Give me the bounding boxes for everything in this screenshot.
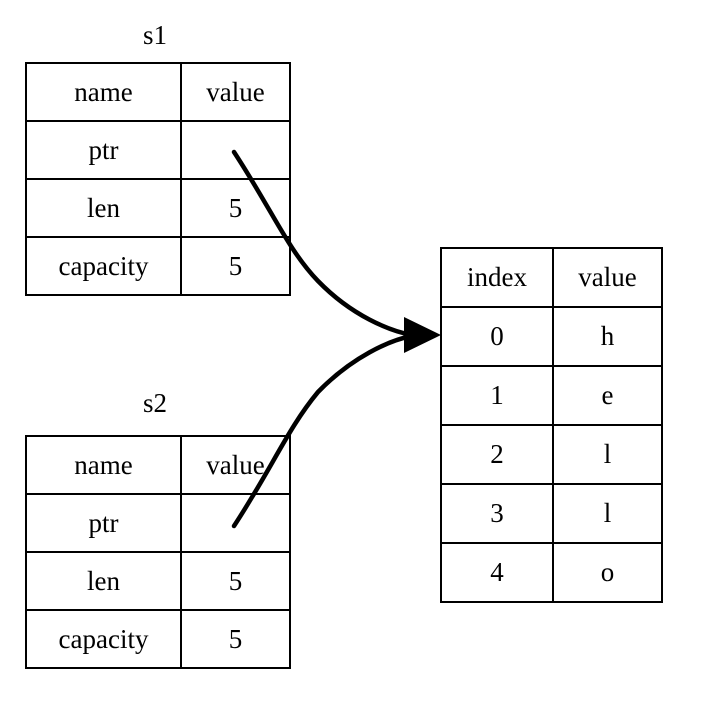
s2-value-ptr <box>180 493 291 553</box>
s1-label-capacity: capacity <box>25 236 182 296</box>
buffer-table: index value 0 h 1 e 2 l 3 l 4 o <box>440 247 663 603</box>
buffer-value-2: l <box>552 424 663 485</box>
buffer-index-1: 1 <box>440 365 554 426</box>
s1-row-len: len 5 <box>25 178 291 238</box>
s1-label-ptr: ptr <box>25 120 182 180</box>
s2-value-capacity: 5 <box>180 609 291 669</box>
s2-label-ptr: ptr <box>25 493 182 553</box>
s2-header-row: name value <box>25 435 291 495</box>
buffer-index-4: 4 <box>440 542 554 603</box>
s1-value-ptr <box>180 120 291 180</box>
buffer-row-0: 0 h <box>440 306 663 367</box>
buffer-value-1: e <box>552 365 663 426</box>
buffer-value-4: o <box>552 542 663 603</box>
s2-row-len: len 5 <box>25 551 291 611</box>
s2-table: name value ptr len 5 capacity 5 <box>25 435 291 669</box>
s1-header-value: value <box>180 62 291 122</box>
arrowhead-icon <box>404 317 441 353</box>
s1-label-len: len <box>25 178 182 238</box>
buffer-row-2: 2 l <box>440 424 663 485</box>
s2-row-ptr: ptr <box>25 493 291 553</box>
buffer-index-2: 2 <box>440 424 554 485</box>
s1-value-len: 5 <box>180 178 291 238</box>
buffer-header-row: index value <box>440 247 663 308</box>
buffer-row-4: 4 o <box>440 542 663 603</box>
buffer-header-value: value <box>552 247 663 308</box>
buffer-index-3: 3 <box>440 483 554 544</box>
s2-value-len: 5 <box>180 551 291 611</box>
s1-value-capacity: 5 <box>180 236 291 296</box>
s1-table: name value ptr len 5 capacity 5 <box>25 62 291 296</box>
s1-title: s1 <box>142 20 167 50</box>
buffer-value-3: l <box>552 483 663 544</box>
s2-label-capacity: capacity <box>25 609 182 669</box>
buffer-value-0: h <box>552 306 663 367</box>
buffer-row-3: 3 l <box>440 483 663 544</box>
s1-header-name: name <box>25 62 182 122</box>
s1-row-capacity: capacity 5 <box>25 236 291 296</box>
s2-header-value: value <box>180 435 291 495</box>
s2-header-name: name <box>25 435 182 495</box>
buffer-row-1: 1 e <box>440 365 663 426</box>
s1-row-ptr: ptr <box>25 120 291 180</box>
s1-header-row: name value <box>25 62 291 122</box>
s2-label-len: len <box>25 551 182 611</box>
s2-title: s2 <box>142 388 167 418</box>
s2-row-capacity: capacity 5 <box>25 609 291 669</box>
buffer-index-0: 0 <box>440 306 554 367</box>
buffer-header-index: index <box>440 247 554 308</box>
